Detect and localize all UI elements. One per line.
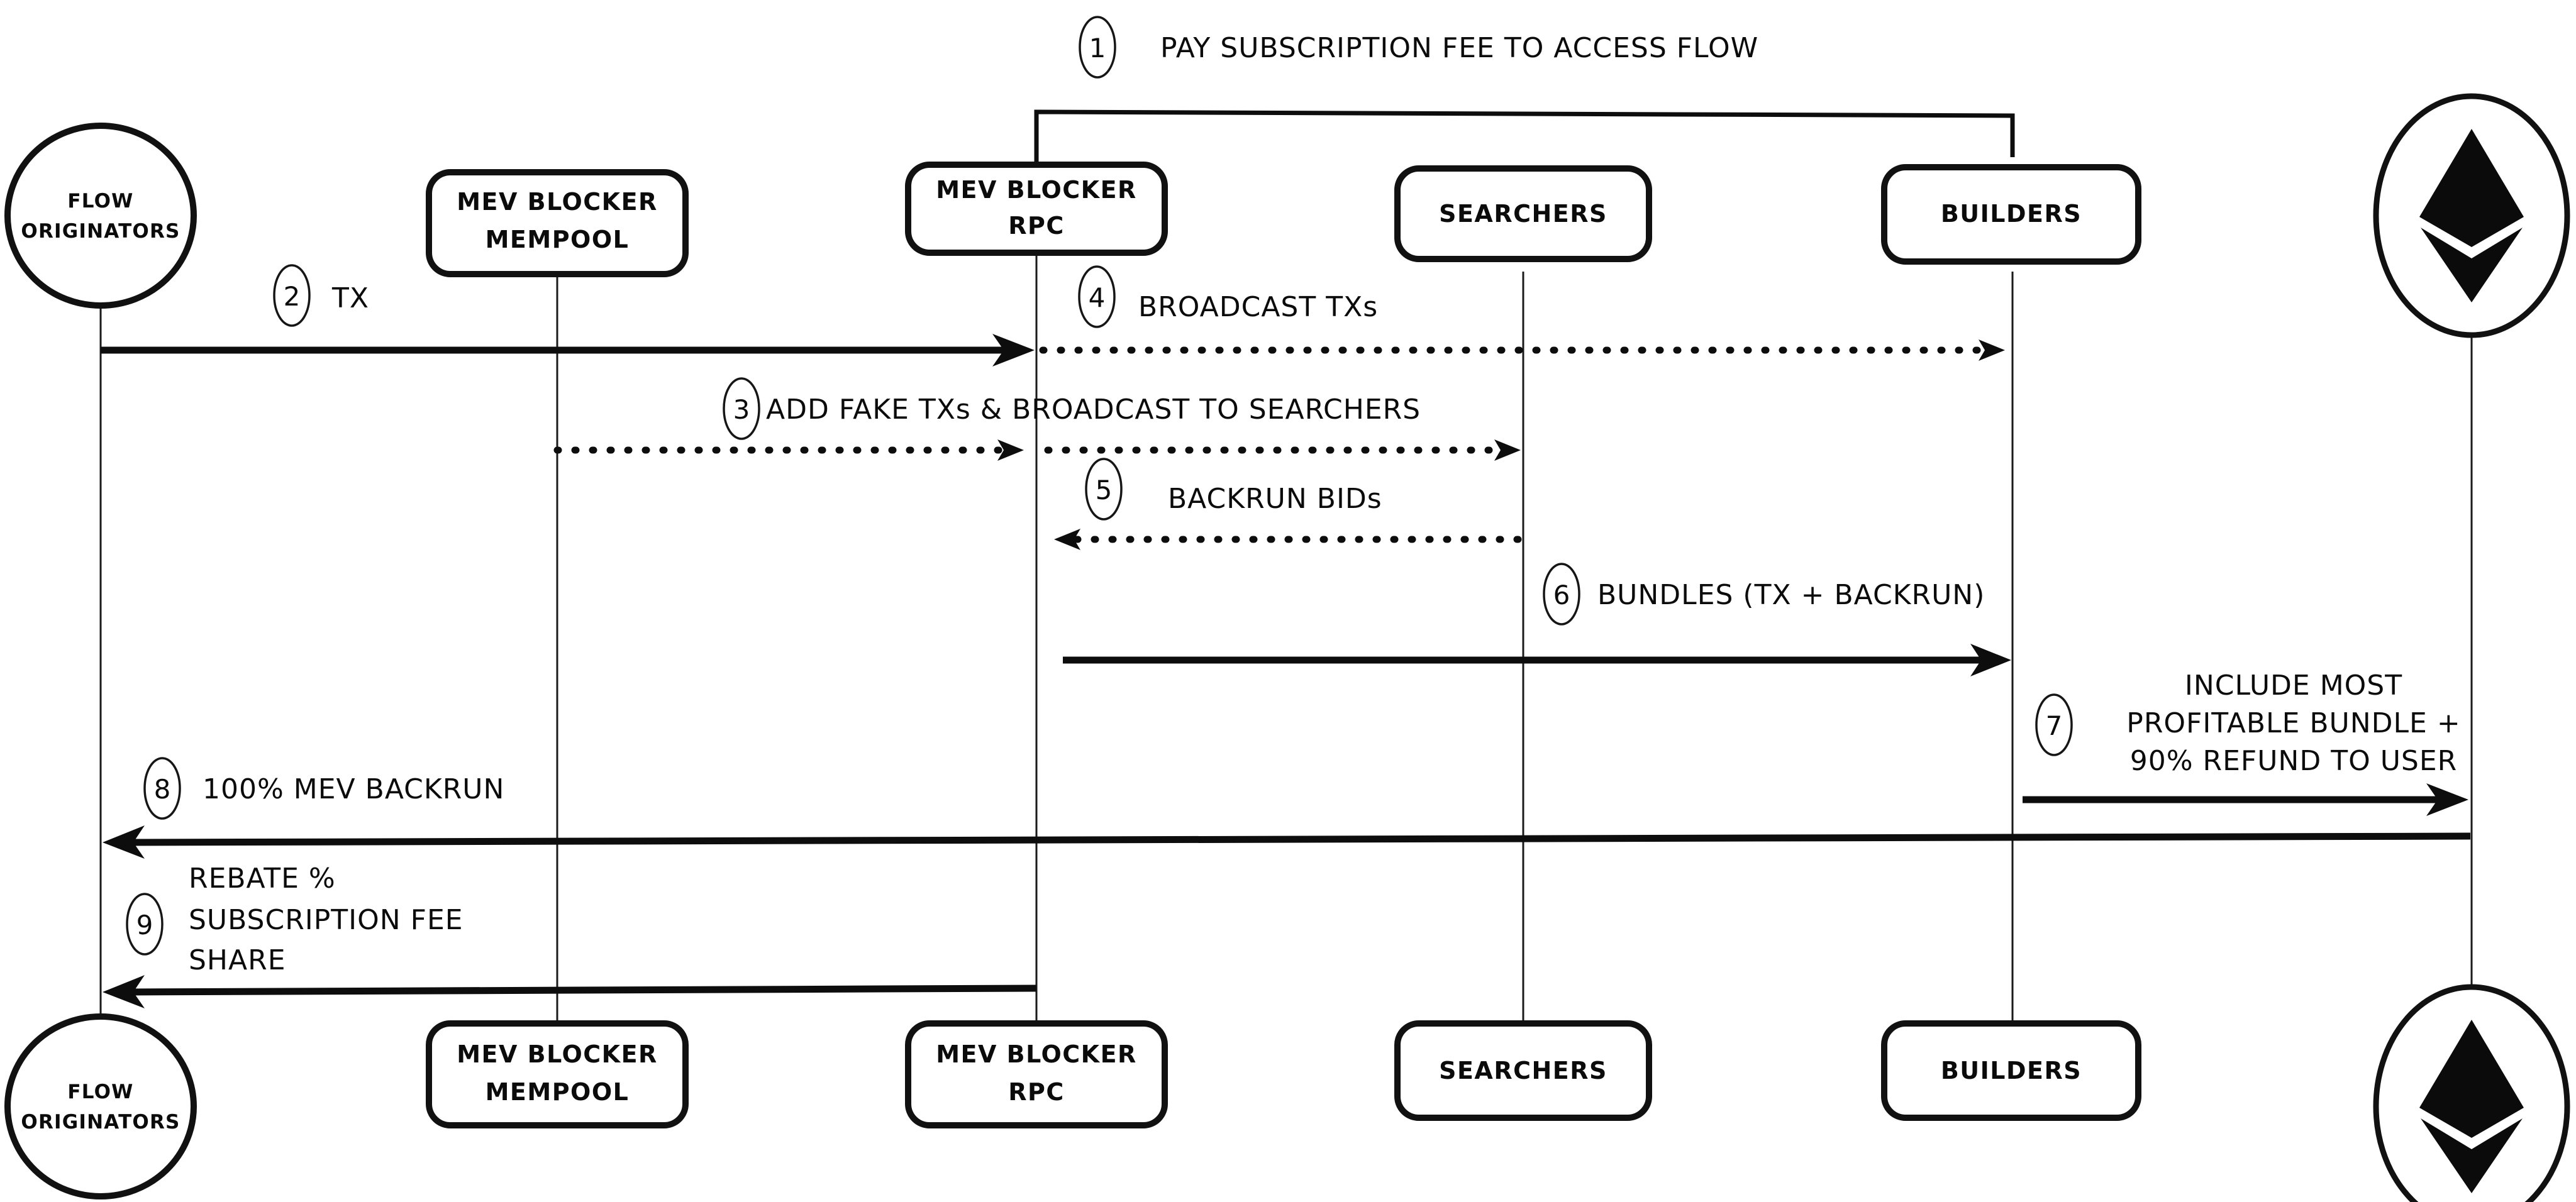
message-4-badge: 4 <box>1078 265 1116 328</box>
step-number-9: 9 <box>136 910 153 940</box>
message-8-badge: 8 <box>143 757 181 820</box>
step-number-3-ellipse <box>723 377 760 440</box>
actor-builders-bottom-label: BUILDERS <box>1941 1057 2082 1084</box>
step-number-4: 4 <box>1089 282 1106 313</box>
step-number-8: 8 <box>154 774 171 805</box>
message-2-arrow <box>101 334 1035 367</box>
message-3-badge: 3 <box>723 377 760 440</box>
message-7-label-line2: PROFITABLE BUNDLE + <box>2126 707 2460 739</box>
message-4-label: BROADCAST TXs <box>1138 291 1378 323</box>
actor-searchers-bottom-shape <box>1394 1020 1652 1121</box>
actor-searchers-shape <box>1394 165 1652 262</box>
message-1-badge: 1 <box>1079 16 1116 79</box>
actor-flow-originators-bottom-label-line2: ORIGINATORS <box>21 1111 180 1133</box>
actor-mev-blocker-mempool-label-line1: MEV BLOCKER <box>457 188 658 216</box>
message-5-label: BACKRUN BIDs <box>1168 483 1382 515</box>
message-7-arrow <box>2023 783 2468 816</box>
message-9-label-line3: SHARE <box>189 944 286 976</box>
actor-mev-blocker-rpc-shape <box>905 162 1168 256</box>
actor-mev-blocker-rpc-bottom-label-line2: RPC <box>1008 1078 1065 1106</box>
actor-mev-blocker-rpc-bottom-label-line1: MEV BLOCKER <box>936 1040 1137 1068</box>
actor-flow-originators-shape <box>4 123 197 309</box>
actor-mev-blocker-mempool-bottom-label-line1: MEV BLOCKER <box>457 1040 658 1068</box>
step-number-1-ellipse <box>1079 16 1116 79</box>
actor-flow-originators-bottom-label-line1: FLOW <box>67 1081 133 1103</box>
step-number-2-ellipse <box>273 264 311 327</box>
actor-searchers-bottom[interactable]: SEARCHERS <box>1394 1020 1652 1121</box>
message-4-arrow <box>1039 339 2005 361</box>
actor-searchers-label: SEARCHERS <box>1439 200 1607 228</box>
message-9-label-line2: SUBSCRIPTION FEE <box>189 904 464 936</box>
actor-mev-blocker-rpc-bottom-shape <box>905 1020 1168 1128</box>
actor-builders-top[interactable]: BUILDERS <box>1881 164 2141 265</box>
actor-ethereum-bottom[interactable] <box>2373 984 2570 1202</box>
actor-mev-blocker-rpc-label-line1: MEV BLOCKER <box>936 176 1137 204</box>
message-9-label-line1: REBATE % <box>189 863 336 895</box>
actor-builders-bottom-shape <box>1881 1020 2141 1121</box>
lifelines <box>99 251 2473 1023</box>
step-number-8-ellipse <box>143 757 181 820</box>
message-7-badge: 7 <box>2035 693 2073 756</box>
actor-mev-blocker-mempool-label-line2: MEMPOOL <box>486 226 630 253</box>
actor-mev-blocker-mempool-shape <box>426 169 689 277</box>
step-number-9-ellipse <box>126 893 164 956</box>
step-number-4-ellipse <box>1078 265 1116 328</box>
step-number-7: 7 <box>2046 710 2063 741</box>
message-7-label-line1: INCLUDE MOST <box>2185 670 2402 702</box>
message-3-arrow-segment-1 <box>553 439 1024 461</box>
actor-flow-originators-label-line2: ORIGINATORS <box>21 220 180 243</box>
actor-mev-blocker-rpc-top[interactable]: MEV BLOCKER RPC <box>905 162 1168 256</box>
message-2-label: TX <box>331 282 369 314</box>
actor-ethereum-top[interactable] <box>2373 93 2570 338</box>
step-number-7-ellipse <box>2035 693 2073 756</box>
step-number-6: 6 <box>1553 580 1570 610</box>
message-6-badge: 6 <box>1543 563 1580 626</box>
actor-mev-blocker-mempool-bottom-label-line2: MEMPOOL <box>486 1078 630 1106</box>
message-8-label: 100% MEV BACKRUN <box>203 773 504 805</box>
actor-mev-blocker-mempool-bottom-shape <box>426 1020 689 1128</box>
message-3-label: ADD FAKE TXs & BROADCAST TO SEARCHERS <box>766 394 1421 426</box>
actor-flow-originators-top[interactable]: FLOW ORIGINATORS <box>4 123 197 309</box>
step-number-1: 1 <box>1089 33 1106 63</box>
actor-flow-originators-bottom-shape <box>4 1013 197 1199</box>
ethereum-logo-bottom-icon <box>2419 1020 2524 1193</box>
actor-flow-originators-bottom[interactable]: FLOW ORIGINATORS <box>4 1013 197 1199</box>
actor-builders-shape <box>1881 164 2141 265</box>
actor-flow-originators-label-line1: FLOW <box>67 190 133 212</box>
ethereum-logo-icon <box>2419 129 2524 302</box>
actor-builders-label: BUILDERS <box>1941 200 2082 228</box>
message-6-arrow <box>1063 644 2011 676</box>
step-number-3: 3 <box>733 394 750 425</box>
message-5-badge: 5 <box>1085 458 1123 521</box>
message-7-label-line3: 90% REFUND TO USER <box>2130 745 2457 777</box>
message-2-badge: 2 <box>273 264 311 327</box>
actor-mev-blocker-mempool-bottom[interactable]: MEV BLOCKER MEMPOOL <box>426 1020 689 1128</box>
actor-mev-blocker-mempool-top[interactable]: MEV BLOCKER MEMPOOL <box>426 169 689 277</box>
actor-mev-blocker-rpc-bottom[interactable]: MEV BLOCKER RPC <box>905 1020 1168 1128</box>
message-6-label: BUNDLES (TX + BACKRUN) <box>1597 579 1985 611</box>
step-number-5-ellipse <box>1085 458 1123 521</box>
message-9-arrow <box>103 975 1037 1008</box>
step-number-5: 5 <box>1096 475 1113 505</box>
step-number-6-ellipse <box>1543 563 1580 626</box>
actor-searchers-bottom-label: SEARCHERS <box>1439 1057 1607 1084</box>
message-5-arrow <box>1054 529 1523 550</box>
actor-mev-blocker-rpc-label-line2: RPC <box>1008 212 1065 240</box>
message-9-badge: 9 <box>126 893 164 956</box>
message-3-arrow-segment-2 <box>1044 439 1521 461</box>
actor-builders-bottom[interactable]: BUILDERS <box>1881 1020 2141 1121</box>
message-8-arrow <box>103 825 2471 859</box>
message-1-label: PAY SUBSCRIPTION FEE TO ACCESS FLOW <box>1160 32 1758 64</box>
actor-searchers-top[interactable]: SEARCHERS <box>1394 165 1652 262</box>
step-number-2: 2 <box>284 281 301 312</box>
